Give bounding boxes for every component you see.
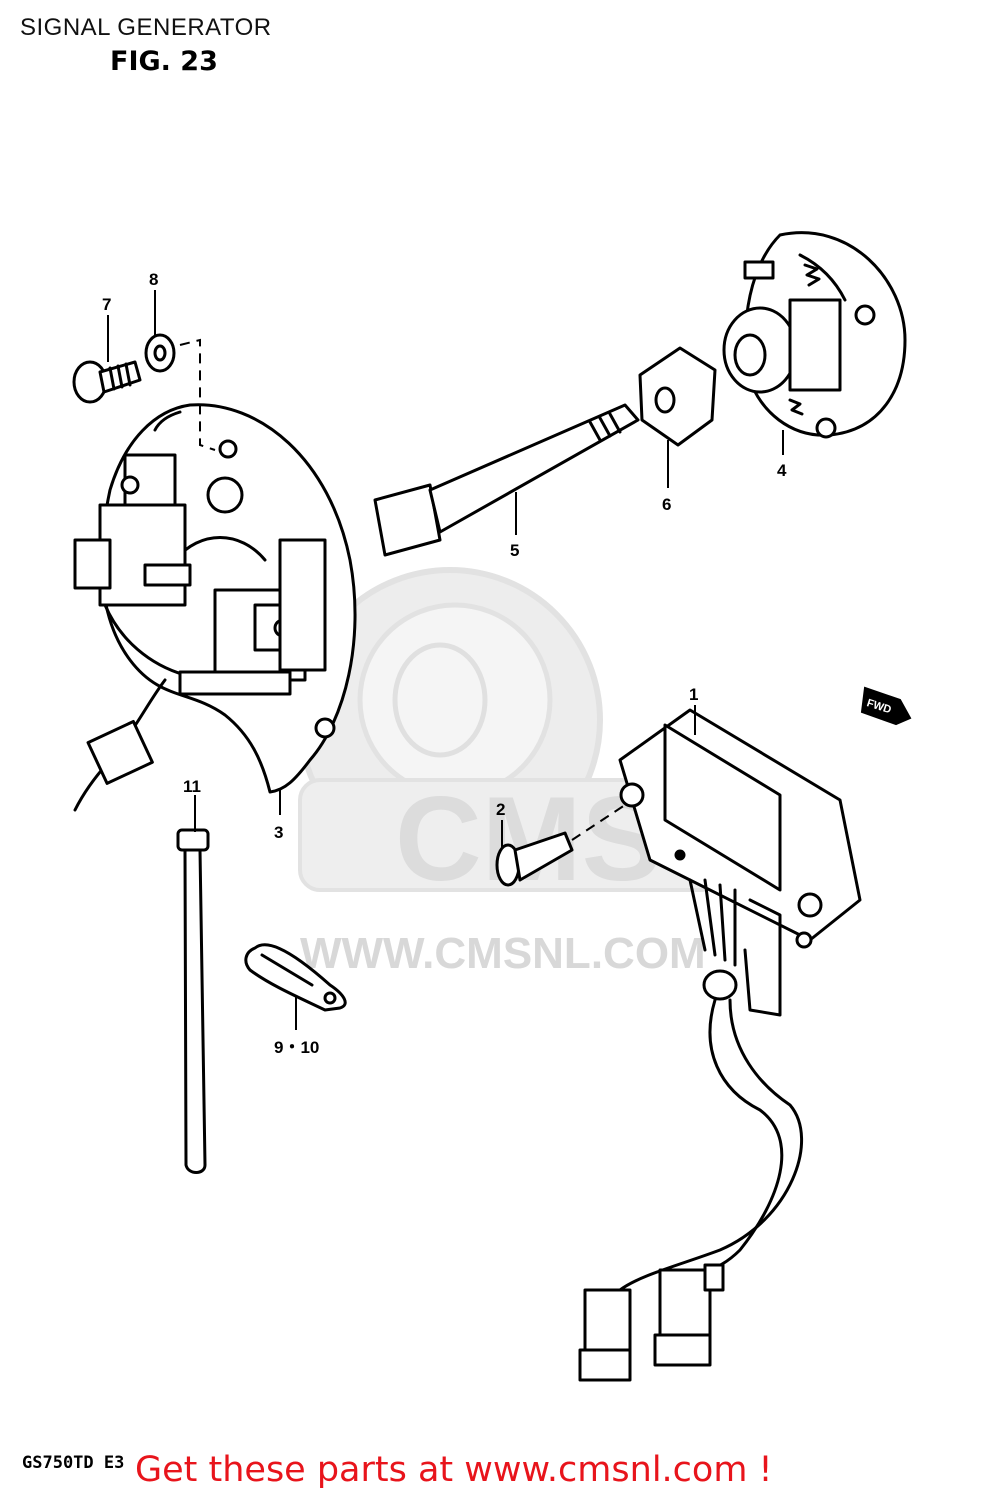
callout-1: 1 — [689, 685, 698, 704]
callouts: 1 2 3 4 5 6 7 8 9・10 11 — [102, 270, 787, 1057]
part-1-igniter[interactable] — [578, 708, 862, 1382]
callout-8: 8 — [149, 270, 158, 289]
callout-7: 7 — [102, 295, 111, 314]
callout-4: 4 — [777, 461, 787, 480]
figure-label: FIG. 23 — [110, 46, 218, 77]
watermark-url: WWW.CMSNL.COM — [300, 929, 706, 978]
part-8-washer[interactable] — [144, 333, 176, 373]
model-code: GS750TD E3 — [22, 1453, 125, 1473]
part-9-10-clamp[interactable] — [244, 943, 347, 1012]
callout-3: 3 — [274, 823, 283, 842]
callout-9-10: 9・10 — [274, 1038, 319, 1057]
callout-11: 11 — [183, 777, 201, 796]
call-to-action[interactable]: Get these parts at www.cmsnl.com ! — [135, 1450, 773, 1490]
watermark-logo: CMS — [395, 772, 662, 906]
watermark: CMS WWW.CMSNL.COM — [297, 567, 722, 978]
part-7-screw[interactable] — [72, 360, 142, 404]
part-6-nut[interactable] — [638, 346, 717, 447]
direction-marker: FWD — [860, 686, 912, 726]
callout-6: 6 — [662, 495, 671, 514]
callout-2: 2 — [496, 800, 505, 819]
assembly-line-2-1 — [571, 804, 626, 841]
part-2-screw[interactable] — [495, 831, 574, 887]
part-11-strap[interactable] — [176, 828, 210, 1174]
callout-5: 5 — [510, 541, 519, 560]
leader-lines — [107, 290, 784, 1030]
part-3-base-plate[interactable] — [73, 403, 357, 812]
part-4-advancer[interactable] — [722, 231, 907, 439]
page-title: SIGNAL GENERATOR — [20, 14, 272, 41]
part-5-bolt[interactable] — [373, 403, 640, 557]
assembly-line-8-3 — [179, 338, 216, 451]
